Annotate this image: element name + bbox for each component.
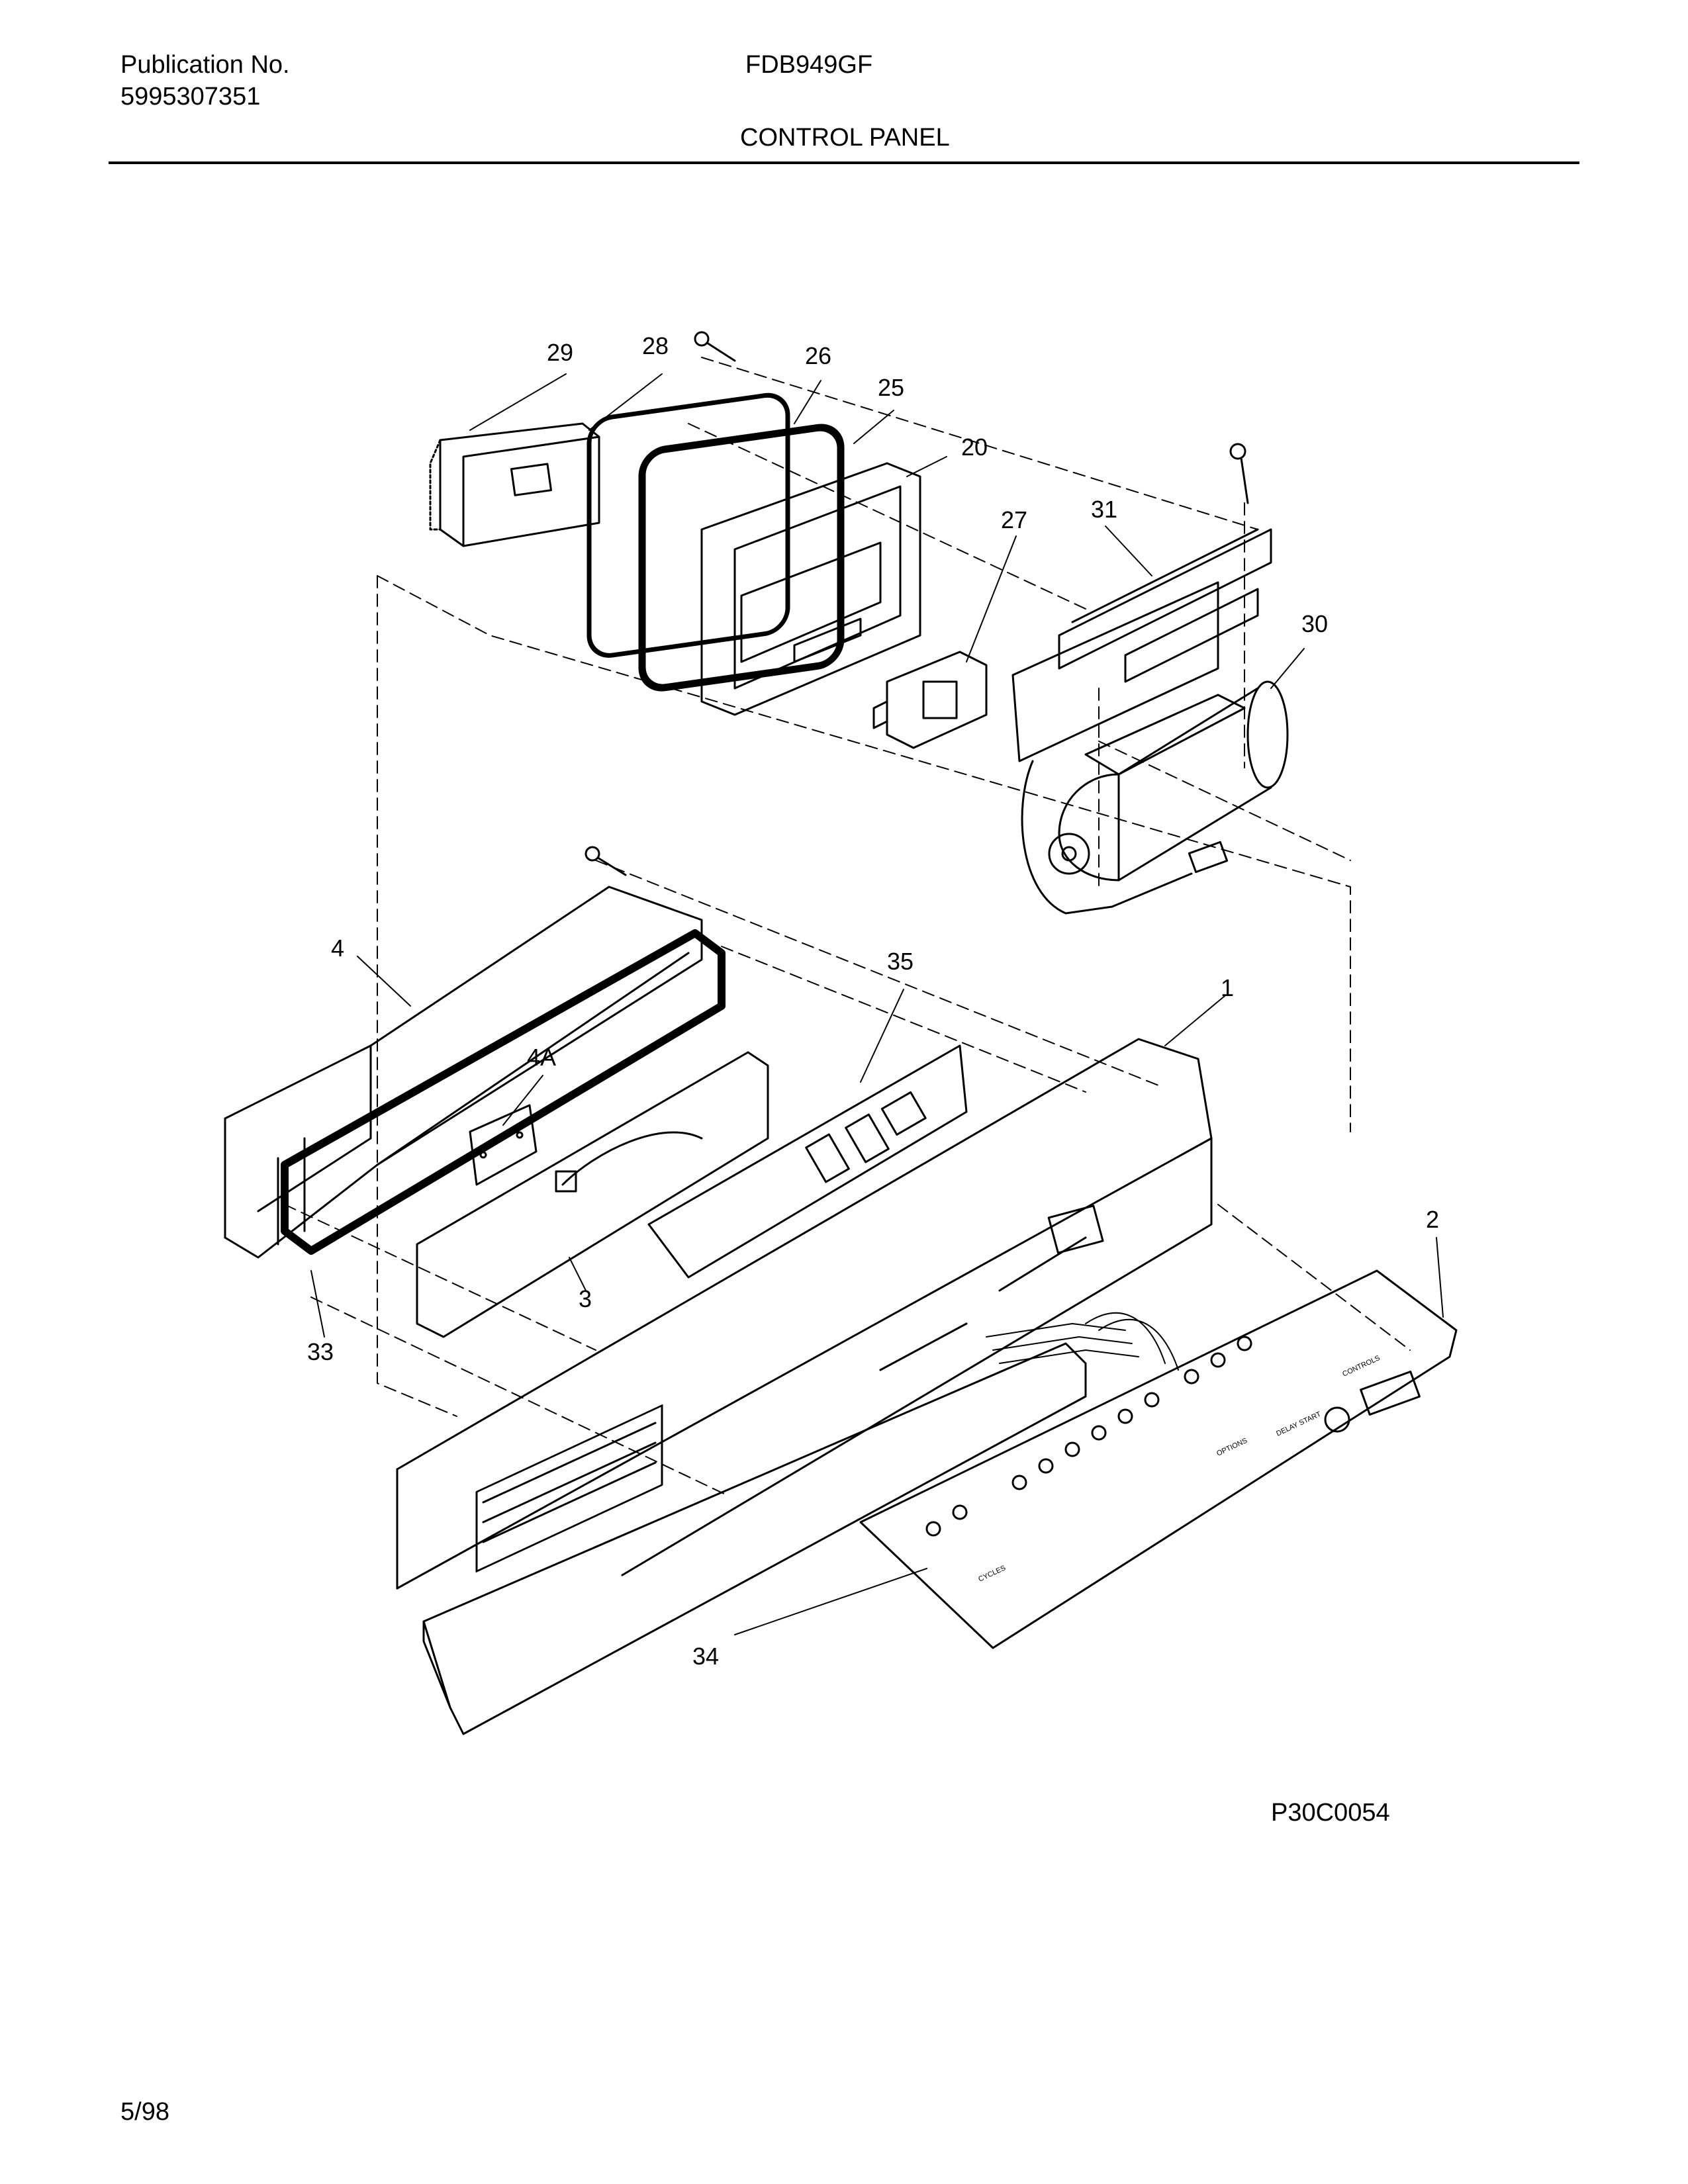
part-20-housing <box>700 462 921 716</box>
screw-top-right <box>1229 443 1249 504</box>
screw-mid-left <box>585 846 627 876</box>
callout-25: 25 <box>878 374 904 401</box>
part-2-overlay <box>859 1269 1458 1649</box>
part-4-duct-housing <box>224 886 703 1259</box>
publication-number: 5995307351 <box>120 83 261 111</box>
part-29-cover <box>429 422 600 547</box>
callout-4a: 4A <box>527 1044 556 1071</box>
section-title: CONTROL PANEL <box>740 124 950 152</box>
part-3-board-bracket <box>416 1051 769 1338</box>
overlay-cycles-label: CYCLES <box>977 1564 1007 1583</box>
part-1-console <box>396 1038 1213 1590</box>
overlay-printed-labels: CYCLES OPTIONS CONTROLS DELAY START <box>977 1354 1381 1584</box>
part-30-blower-fan <box>1011 581 1289 915</box>
figure-code: P30C0054 <box>1271 1799 1390 1827</box>
part-4a-bracket <box>469 1104 538 1186</box>
callout-33: 33 <box>307 1338 334 1365</box>
part-31-vent <box>1058 528 1272 683</box>
assembly-dashed-outline <box>284 357 1411 1496</box>
callout-20: 20 <box>961 433 988 461</box>
callout-28: 28 <box>642 332 669 359</box>
callout-26: 26 <box>805 342 831 369</box>
callout-27: 27 <box>1001 506 1027 533</box>
callout-2: 2 <box>1426 1206 1439 1233</box>
part-34-trim <box>422 1342 1087 1735</box>
callout-labels: 29 28 26 25 20 27 31 30 4 35 1 4A 2 3 33… <box>307 332 1439 1670</box>
callout-29: 29 <box>547 339 573 366</box>
publication-date: 5/98 <box>120 2098 169 2126</box>
model-number: FDB949GF <box>745 51 873 79</box>
part-35-control-board <box>647 1044 968 1279</box>
callout-leader-lines <box>310 373 1444 1635</box>
exploded-parts-diagram: 29 28 26 25 20 27 31 30 4 35 1 4A 2 3 33… <box>224 331 1458 1735</box>
callout-31: 31 <box>1091 496 1117 523</box>
header-rule <box>109 161 1579 164</box>
part-26-gasket <box>586 392 790 658</box>
callout-34: 34 <box>692 1643 719 1670</box>
part-27-switch <box>872 651 988 749</box>
callout-4: 4 <box>331 934 344 962</box>
callout-1: 1 <box>1221 974 1234 1001</box>
part-25-gasket <box>638 424 845 692</box>
overlay-controls-label: CONTROLS <box>1341 1354 1381 1379</box>
callout-30: 30 <box>1301 610 1328 637</box>
callout-3: 3 <box>579 1285 592 1312</box>
callout-35: 35 <box>887 948 914 975</box>
part-33-gasket <box>281 929 726 1255</box>
publication-label: Publication No. <box>120 51 290 79</box>
screw-top-left <box>694 331 736 362</box>
overlay-delay-start-label: DELAY START <box>1275 1410 1323 1438</box>
overlay-options-label: OPTIONS <box>1215 1437 1248 1458</box>
